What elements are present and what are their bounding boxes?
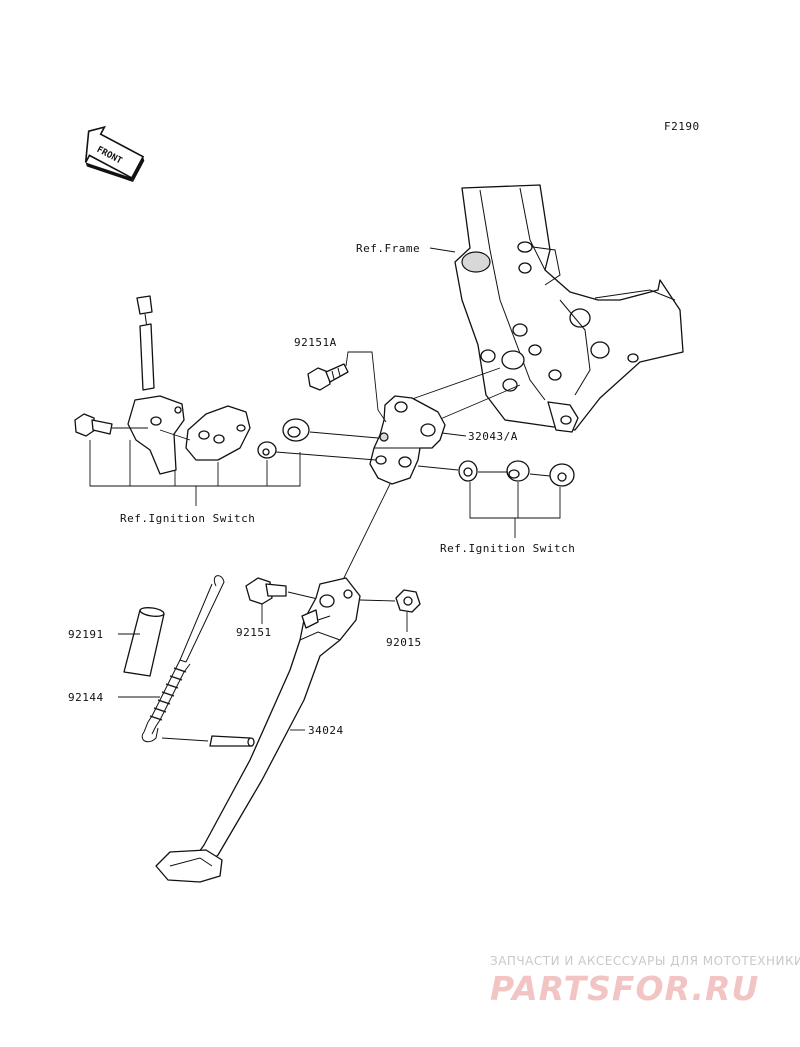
label-ref-ignition-switch-right: Ref.Ignition Switch [440, 542, 575, 555]
ignition-switch-left [127, 295, 185, 475]
washer-right-1 [458, 460, 478, 482]
bolt-92151a [307, 363, 349, 391]
nut-92015 [395, 589, 421, 613]
part-number-92151: 92151 [236, 626, 272, 639]
part-number-92015: 92015 [386, 636, 422, 649]
bolt-left [74, 413, 113, 437]
stand-pin [209, 735, 255, 747]
pivot-bolt-92151 [245, 577, 287, 605]
collar-right [506, 460, 530, 482]
part-number-34024: 34024 [308, 724, 344, 737]
switch-plate [185, 405, 251, 461]
watermark-caption: ЗАПЧАСТИ И АКСЕССУАРЫ ДЛЯ МОТОТЕХНИКИ [490, 954, 800, 968]
part-number-92191: 92191 [68, 628, 104, 641]
frame [454, 184, 684, 433]
front-arrow-icon: FRONT [84, 125, 145, 182]
watermark-brand: PARTSFOR.RU [490, 969, 759, 1008]
sleeve-92191 [123, 607, 165, 677]
label-ref-ignition-switch-left: Ref.Ignition Switch [120, 512, 255, 525]
washer-left [257, 441, 277, 459]
spring-92144 [141, 575, 225, 743]
side-stand-34024 [155, 577, 361, 883]
collar-left [282, 418, 310, 442]
label-ref-frame: Ref.Frame [356, 242, 420, 255]
part-number-92151a: 92151A [294, 336, 337, 349]
diagram-code: F2190 [664, 120, 700, 133]
part-number-32043a: 32043/A [468, 430, 518, 443]
part-number-92144: 92144 [68, 691, 104, 704]
washer-right-2 [549, 463, 575, 487]
stand-bracket [369, 395, 446, 485]
